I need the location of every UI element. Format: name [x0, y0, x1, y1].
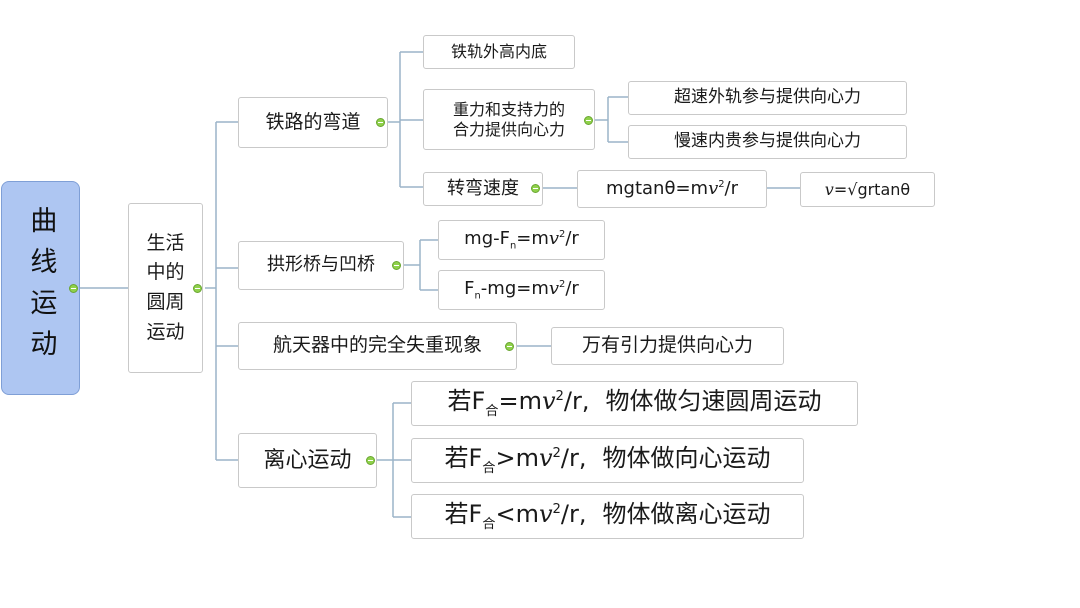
topic-label: 离心运动	[263, 447, 352, 473]
topic-underspeed[interactable]: 慢速内贵参与提供向心力	[628, 125, 907, 159]
topic-line: 运动	[146, 320, 185, 343]
topic-label: 拱形桥与凹桥	[267, 254, 375, 276]
topic-label: 铁轨外高内底	[450, 42, 547, 61]
formula-text: v=√grtanθ	[824, 179, 911, 199]
formula-v-result[interactable]: v=√grtanθ	[800, 172, 935, 207]
topic-outer-rail-high[interactable]: 铁轨外高内底	[423, 35, 575, 69]
collapse-toggle-icon[interactable]	[584, 116, 593, 125]
root-topic[interactable]: 曲线运动	[1, 181, 80, 395]
topic-label: 万有引力提供向心力	[581, 334, 753, 357]
root-topic-label: 曲线运动	[25, 206, 57, 370]
topic-label: 超速外轨参与提供向心力	[674, 87, 861, 108]
topic-line: 圆周	[146, 291, 185, 313]
topic-line: 重力和支持力的	[452, 99, 565, 119]
collapse-toggle-icon[interactable]	[392, 261, 401, 270]
topic-weightlessness[interactable]: 航天器中的完全失重现象	[238, 322, 517, 370]
topic-label: 慢速内贵参与提供向心力	[674, 131, 861, 152]
formula-arch[interactable]: mg-Fn=mv2/r	[438, 220, 605, 260]
condition-greater[interactable]: 若F合>mv2/r,物体做向心运动	[411, 438, 804, 483]
topic-railway-curve[interactable]: 铁路的弯道	[238, 97, 388, 148]
collapse-toggle-icon[interactable]	[193, 284, 202, 293]
collapse-toggle-icon[interactable]	[376, 118, 385, 127]
collapse-toggle-icon[interactable]	[366, 456, 375, 465]
collapse-toggle-icon[interactable]	[69, 284, 78, 293]
topic-centrifugal-motion[interactable]: 离心运动	[238, 433, 377, 488]
formula-mgtan[interactable]: mgtanθ=mv2/r	[577, 170, 767, 208]
topic-resultant-force[interactable]: 重力和支持力的 合力提供向心力	[423, 89, 595, 150]
topic-label: 铁路的弯道	[265, 110, 361, 133]
condition-text: 若F合<mv2/r,物体做离心运动	[444, 500, 771, 533]
condition-less[interactable]: 若F合<mv2/r,物体做离心运动	[411, 494, 804, 539]
formula-text: mgtanθ=mv2/r	[605, 177, 739, 199]
formula-text: mg-Fn=mv2/r	[464, 227, 579, 252]
formula-text: Fn-mg=mv2/r	[464, 277, 579, 302]
topic-gravitation[interactable]: 万有引力提供向心力	[551, 327, 784, 365]
topic-label: 转弯速度	[447, 177, 519, 199]
condition-equal[interactable]: 若F合=mv2/r,物体做匀速圆周运动	[411, 381, 858, 426]
topic-turning-speed[interactable]: 转弯速度	[423, 172, 543, 206]
topic-line: 合力提供向心力	[452, 119, 565, 139]
topic-label: 航天器中的完全失重现象	[272, 334, 482, 357]
topic-line: 中的	[146, 261, 185, 284]
topic-arch-bridge[interactable]: 拱形桥与凹桥	[238, 241, 404, 290]
condition-text: 若F合=mv2/r,物体做匀速圆周运动	[447, 387, 822, 420]
collapse-toggle-icon[interactable]	[505, 342, 514, 351]
topic-line: 生活	[146, 231, 185, 254]
topic-circular-motion-in-life[interactable]: 生活 中的 圆周 运动	[128, 203, 203, 373]
condition-text: 若F合>mv2/r,物体做向心运动	[444, 444, 771, 477]
collapse-toggle-icon[interactable]	[531, 184, 540, 193]
formula-concave[interactable]: Fn-mg=mv2/r	[438, 270, 605, 310]
topic-overspeed[interactable]: 超速外轨参与提供向心力	[628, 81, 907, 115]
